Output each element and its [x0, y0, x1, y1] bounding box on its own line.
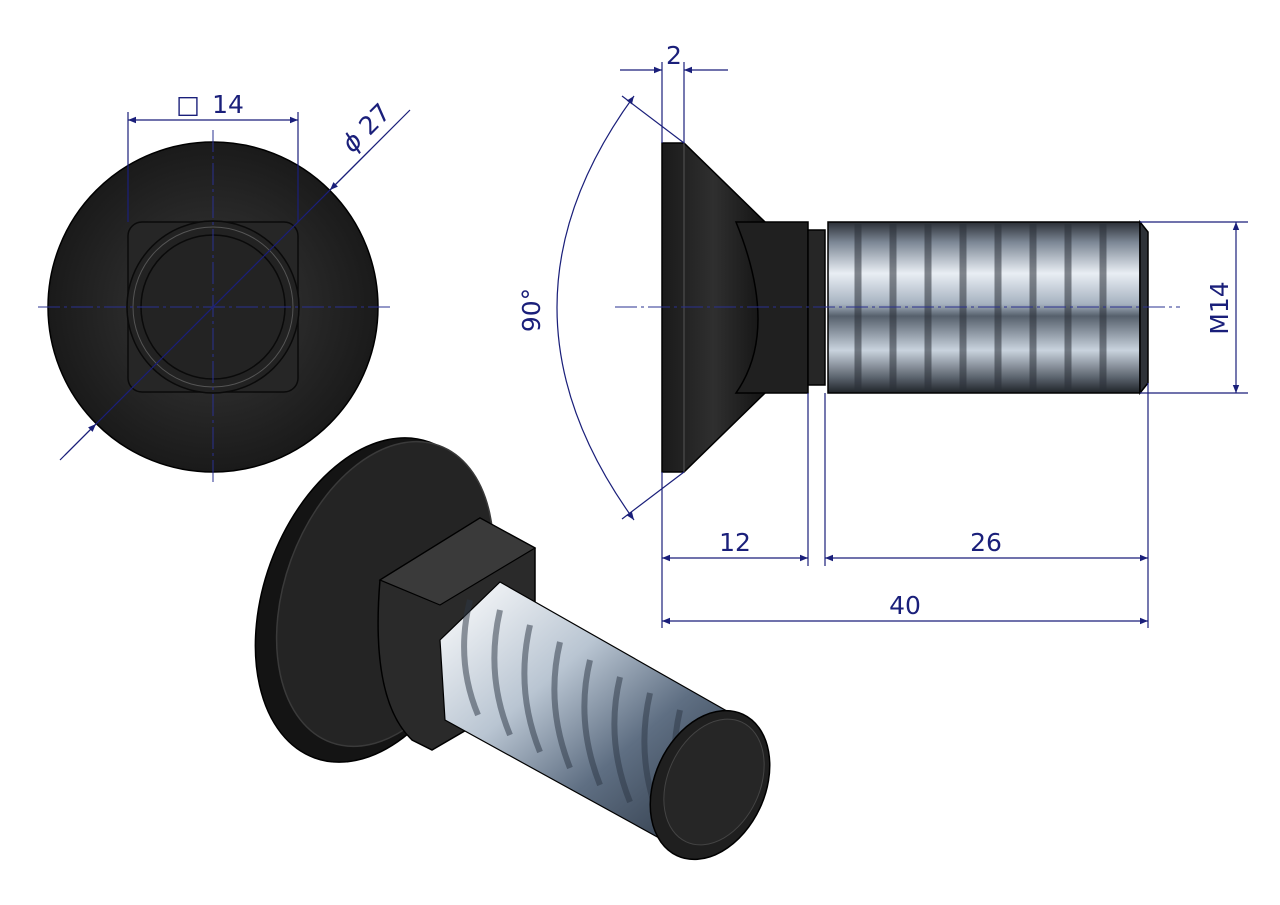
- iso-square-top: [378, 517, 537, 606]
- iso-view: [254, 437, 771, 861]
- chamfer-label: 2: [666, 41, 682, 70]
- diameter-arrow-bottom: [59, 423, 97, 461]
- neck-side: [734, 221, 809, 394]
- angle-ext-bottom: [621, 471, 685, 520]
- square-symbol: □: [176, 90, 200, 119]
- angle-arc: [556, 95, 635, 521]
- thread-size-label: M14: [1205, 281, 1234, 334]
- thread-length-label: 26: [970, 528, 1002, 557]
- iso-shank-end-face: [663, 718, 765, 846]
- side-view: 2 90° M14 12 26 40: [517, 41, 1248, 628]
- diameter-arrow-top: [329, 149, 371, 191]
- neck-length-label: 12: [719, 528, 751, 557]
- diameter-label: 27: [353, 98, 396, 141]
- square-size-label: 14: [212, 90, 244, 119]
- angle-label: 90°: [517, 288, 546, 332]
- total-length-label: 40: [889, 591, 921, 620]
- angle-ext-top: [621, 95, 685, 144]
- front-view: □ 14 ϕ 27: [38, 90, 411, 485]
